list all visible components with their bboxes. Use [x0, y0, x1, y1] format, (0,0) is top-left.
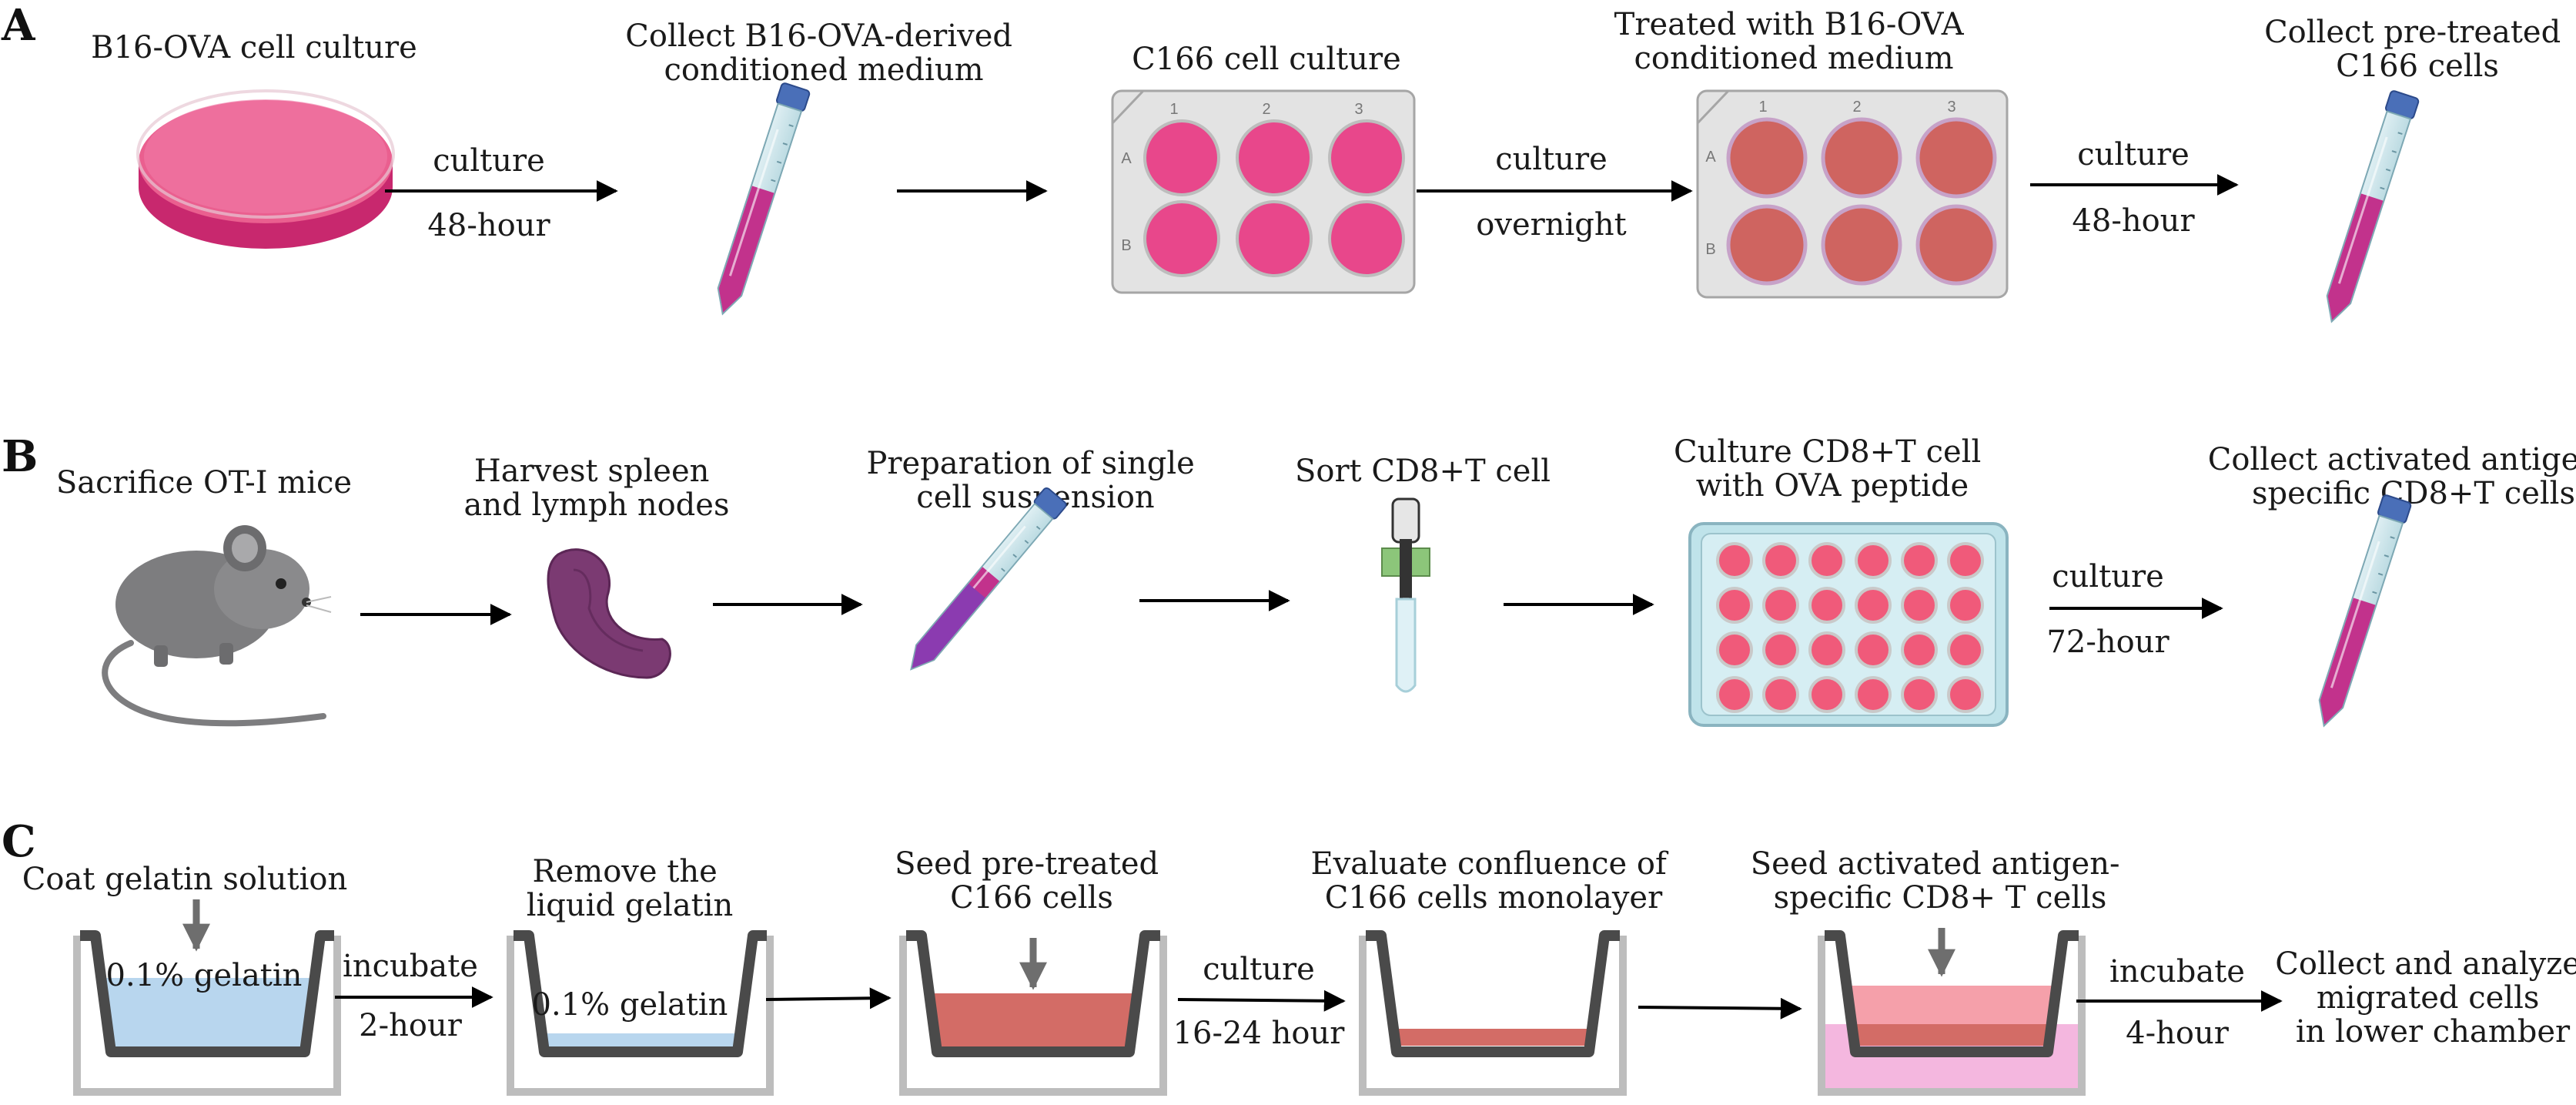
spleen-icon: [547, 548, 671, 679]
petri-dish-icon: [136, 89, 395, 249]
caption-c-2: Remove the liquid gelatin: [527, 854, 734, 923]
plate-well: [1808, 587, 1845, 624]
plate-well: [1901, 542, 1938, 579]
arrow-b-5: culture 72-hour: [2046, 559, 2223, 660]
plate-well: [1716, 542, 1753, 579]
arrow-c-1: incubate 2-hour: [335, 949, 493, 1043]
transwell-insert-monolayer: [1359, 930, 1627, 1096]
arrow-c-5: incubate 4-hour: [2076, 954, 2283, 1051]
plate-well: [1901, 587, 1938, 624]
arrow-label-top: culture: [433, 143, 545, 179]
plate-row-label: B: [1705, 241, 1715, 258]
arrow-c-2: [765, 987, 892, 1010]
caption-c-1: Coat gelatin solution: [22, 862, 347, 897]
caption-b-2: Harvest spleen and lymph nodes: [464, 454, 730, 523]
transwell-insert-thin-gelatin: 0.1% gelatin: [507, 930, 774, 1096]
arrow-label-top: culture: [2052, 559, 2164, 594]
panel-letter-c: C: [2, 816, 36, 867]
arrow-a-1: culture 48-hour: [385, 143, 618, 243]
plate-well: [1762, 676, 1799, 713]
plate-well: [1947, 676, 1984, 713]
tube-icon-a-pretreated: [2317, 89, 2421, 328]
caption-a-5: Collect pre-treated C166 cells: [2264, 15, 2571, 84]
caption-b-5: Culture CD8+T cell with OVA peptide: [1674, 434, 1991, 504]
arrow-label-bottom: 16-24 hour: [1173, 1016, 1346, 1051]
plate-row-label: A: [1705, 149, 1716, 166]
arrow-label-bottom: 48-hour: [427, 208, 550, 243]
arrow-label-bottom: 72-hour: [2046, 624, 2170, 660]
plate-column-label: 2: [1852, 99, 1861, 116]
arrow-label-top: culture: [1203, 952, 1315, 987]
plate-well: [1716, 676, 1753, 713]
transwell-insert-tcells: [1818, 928, 2086, 1096]
caption-c-4: Evaluate confluence of C166 cells monola…: [1310, 846, 1676, 916]
arrow-a-3: culture overnight: [1417, 142, 1693, 243]
mouse-icon: [102, 525, 332, 727]
arrow-label-bottom: 2-hour: [359, 1008, 463, 1043]
arrow-label-bottom: overnight: [1476, 207, 1626, 243]
caption-b-3: Preparation of single cell suspension: [866, 446, 1204, 515]
plate-column-label: 3: [1354, 101, 1363, 118]
plate-well: [1762, 587, 1799, 624]
arrow-label-top: incubate: [343, 949, 478, 984]
cell-sorter-icon: [1381, 497, 1430, 693]
caption-a-3: C166 cell culture: [1132, 42, 1401, 77]
plate-well: [1716, 587, 1753, 624]
tube-icon-b-activated: [2309, 493, 2414, 732]
plate-well: [1901, 631, 1938, 668]
plate-well: [1808, 631, 1845, 668]
plate-well: [1947, 542, 1984, 579]
arrow-label-bottom: 48-hour: [2072, 203, 2195, 239]
caption-a-4: Treated with B16-OVA conditioned medium: [1614, 7, 1974, 76]
plate-well: [1716, 631, 1753, 668]
plate-well: [1762, 542, 1799, 579]
caption-a-1: B16-OVA cell culture: [91, 30, 417, 65]
panel-letter-b: B: [2, 431, 38, 482]
transwell-insert-gelatin: 0.1% gelatin: [73, 899, 341, 1096]
panel-letter-a: A: [1, 0, 36, 51]
arrow-c-3: culture 16-24 hour: [1173, 952, 1346, 1051]
caption-c-3: Seed pre-treated C166 cells: [895, 846, 1169, 916]
caption-a-2: Collect B16-OVA-derived conditioned medi…: [625, 18, 1022, 88]
caption-b-1: Sacrifice OT-I mice: [56, 465, 352, 501]
tube-icon-b-suspension: [899, 485, 1069, 680]
plate-well: [1808, 676, 1845, 713]
arrow-label-top: culture: [1495, 142, 1607, 177]
plate-well: [1855, 676, 1892, 713]
plate-row-label: B: [1121, 237, 1131, 254]
plate-six-well-icon: 1 2 3 A B: [1111, 89, 1416, 294]
plate-column-label: 3: [1947, 99, 1955, 116]
plate-well: [1947, 631, 1984, 668]
arrow-label-top: incubate: [2109, 954, 2245, 989]
plate-well: [1808, 542, 1845, 579]
tube-icon-a-conditioned: [708, 81, 812, 320]
plate-six-well-conditioned-icon: 1 2 3 A B: [1696, 89, 2009, 299]
transwell-insert-seeded: [899, 930, 1167, 1096]
insert-liquid-label: 0.1% gelatin: [532, 987, 728, 1023]
plate-well: [1901, 676, 1938, 713]
plate-well: [1762, 631, 1799, 668]
arrow-a-4: culture 48-hour: [2030, 137, 2239, 239]
plate-well: [1855, 631, 1892, 668]
arrow-c-4: [1638, 997, 1802, 1020]
caption-c-5: Seed activated antigen- specific CD8+ T …: [1751, 846, 2129, 916]
plate-24-well-icon: [1688, 522, 2009, 727]
caption-b-6: Collect activated antigen- specific CD8+…: [2208, 442, 2576, 511]
arrow-label-bottom: 4-hour: [2126, 1016, 2230, 1051]
plate-well: [1855, 542, 1892, 579]
plate-well: [1855, 587, 1892, 624]
insert-liquid-label: 0.1% gelatin: [106, 958, 303, 993]
plate-column-label: 1: [1758, 99, 1767, 116]
caption-c-6: Collect and analyze migrated cells in lo…: [2275, 946, 2576, 1050]
plate-well: [1947, 587, 1984, 624]
plate-column-label: 1: [1169, 101, 1178, 118]
arrow-label-top: culture: [2077, 137, 2190, 172]
plate-column-label: 2: [1262, 101, 1270, 118]
plate-row-label: A: [1121, 150, 1132, 167]
caption-b-4: Sort CD8+T cell: [1295, 454, 1551, 489]
